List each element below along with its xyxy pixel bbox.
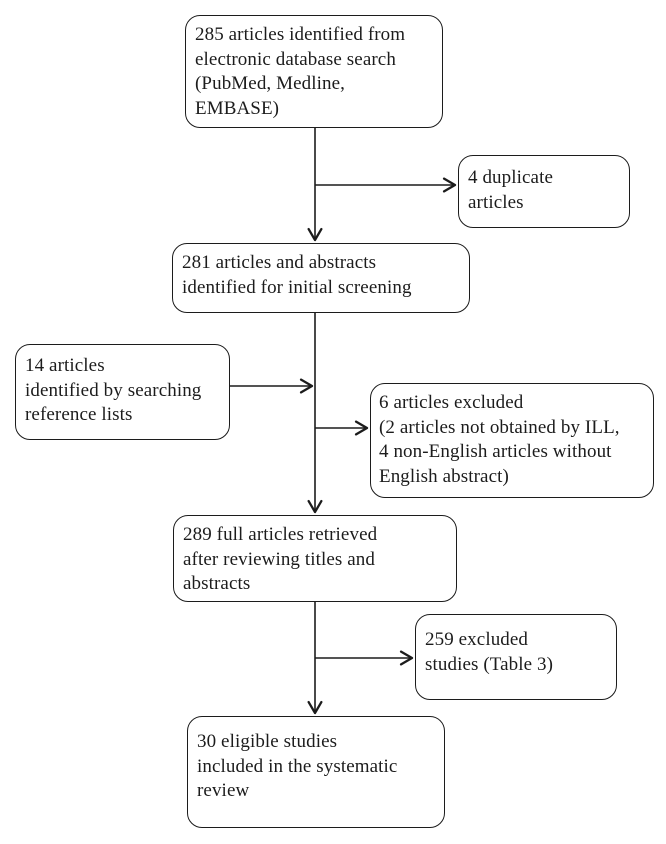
node-full-articles-retrieved: 289 full articles retrieved after review… (173, 515, 457, 602)
node-initial-screening: 281 articles and abstracts identified fo… (172, 243, 470, 313)
node-articles-identified: 285 articles identified from electronic … (185, 15, 443, 128)
node-reference-lists-label: 14 articles identified by searching refe… (25, 355, 202, 425)
node-articles-excluded-initial-label: 6 articles excluded (2 articles not obta… (379, 392, 620, 487)
node-eligible-studies-label: 30 eligible studies included in the syst… (197, 731, 398, 801)
node-initial-screening-label: 281 articles and abstracts identified fo… (182, 252, 412, 298)
node-duplicate-articles-label: 4 duplicate articles (468, 167, 553, 213)
node-articles-excluded-initial: 6 articles excluded (2 articles not obta… (370, 383, 654, 498)
node-excluded-studies: 259 excluded studies (Table 3) (415, 614, 617, 700)
node-full-articles-retrieved-label: 289 full articles retrieved after review… (183, 524, 378, 594)
node-reference-lists: 14 articles identified by searching refe… (15, 344, 230, 440)
node-eligible-studies: 30 eligible studies included in the syst… (187, 716, 445, 828)
node-excluded-studies-label: 259 excluded studies (Table 3) (425, 629, 554, 675)
node-articles-identified-label: 285 articles identified from electronic … (195, 24, 406, 119)
node-duplicate-articles: 4 duplicate articles (458, 155, 630, 228)
